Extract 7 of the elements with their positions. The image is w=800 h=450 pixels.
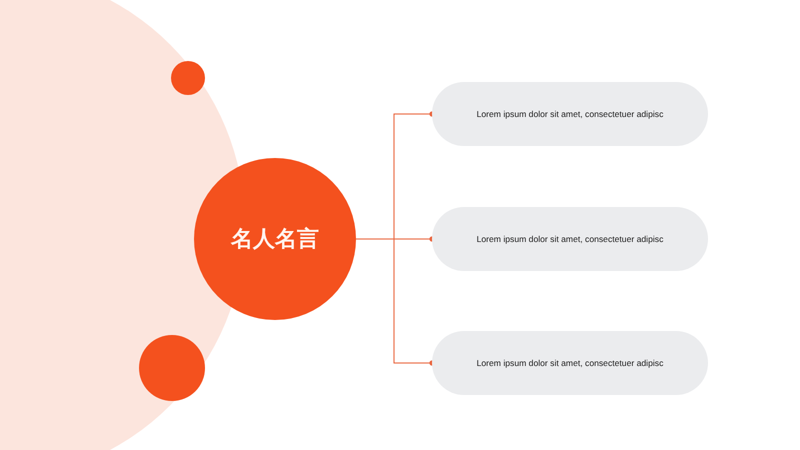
pill-text: Lorem ipsum dolor sit amet, consectetuer adipisc xyxy=(476,234,664,244)
topic-title: 名人名言 xyxy=(231,226,319,254)
pill-text: Lorem ipsum dolor sit amet, consectetuer adipisc xyxy=(476,358,664,368)
topic-circle xyxy=(194,158,356,320)
decorative-circle xyxy=(139,335,205,401)
decorative-circle xyxy=(171,61,205,95)
pill-text: Lorem ipsum dolor sit amet, consectetuer adipisc xyxy=(476,109,664,119)
